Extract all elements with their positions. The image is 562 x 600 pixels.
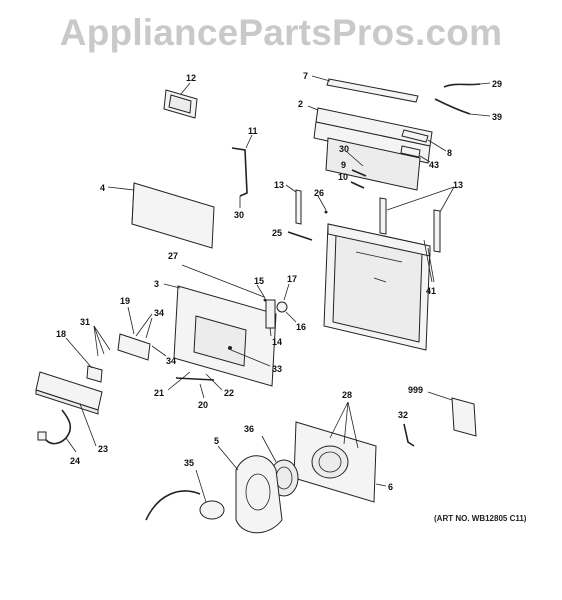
watermark: AppliancePartsPros.com <box>59 12 503 53</box>
part-11-rod <box>231 134 253 208</box>
part-20-bracket <box>175 377 215 399</box>
callout-16: 16 <box>296 322 306 332</box>
part-41-screws <box>423 239 435 283</box>
part-8-bracket <box>401 129 447 152</box>
part-10-clip <box>350 181 365 189</box>
callout-8: 8 <box>447 148 452 158</box>
callout-41: 41 <box>426 286 436 296</box>
part-14-switch <box>265 299 276 337</box>
part-5-blower-housing <box>217 445 283 534</box>
callout-labels: 12 7 29 2 39 11 30 8 9 43 10 4 13 26 13 … <box>56 71 502 492</box>
part-24-power-cord <box>37 409 77 453</box>
part-25-screw <box>287 231 313 241</box>
callout-18: 18 <box>56 329 66 339</box>
callout-26: 26 <box>314 188 324 198</box>
part-16-knob <box>276 301 297 323</box>
callout-34-lower: 34 <box>166 356 176 366</box>
callout-19: 19 <box>120 296 130 306</box>
callout-23: 23 <box>98 444 108 454</box>
part-13-strip-right <box>379 186 455 253</box>
callout-30: 30 <box>339 144 349 154</box>
callout-39: 39 <box>492 112 502 122</box>
part-999-manual <box>427 391 477 437</box>
callout-31: 31 <box>80 317 90 327</box>
callout-4: 4 <box>100 183 105 193</box>
part-33-screw <box>228 346 271 367</box>
part-35-motor <box>145 469 225 521</box>
callout-34-upper: 34 <box>154 308 164 318</box>
part-31-screws <box>93 325 111 357</box>
callout-32: 32 <box>398 410 408 420</box>
callout-17: 17 <box>287 274 297 284</box>
part-30-screw <box>346 151 364 167</box>
part-21-screw <box>167 371 191 391</box>
callout-5: 5 <box>214 436 219 446</box>
part-32-wire <box>403 423 415 447</box>
part-43-bracket <box>400 145 431 163</box>
callout-20: 20 <box>198 400 208 410</box>
callout-36: 36 <box>244 424 254 434</box>
callout-9: 9 <box>341 160 346 170</box>
callout-29: 29 <box>492 79 502 89</box>
callout-22: 22 <box>224 388 234 398</box>
part-18-terminal <box>65 337 103 383</box>
callout-43: 43 <box>429 160 439 170</box>
callout-25: 25 <box>272 228 282 238</box>
callout-13-left: 13 <box>274 180 284 190</box>
part-22-screw <box>205 373 223 391</box>
callout-24: 24 <box>70 456 80 466</box>
part-19-bracket <box>117 306 151 361</box>
callout-28: 28 <box>342 390 352 400</box>
callout-3: 3 <box>154 279 159 289</box>
callout-13-right: 13 <box>453 180 463 190</box>
vent-frame <box>323 223 431 351</box>
callout-12: 12 <box>186 73 196 83</box>
callout-35: 35 <box>184 458 194 468</box>
part-2-top-housing <box>307 105 433 191</box>
part-28-screws <box>329 401 359 449</box>
part-34-screws <box>135 313 167 357</box>
callout-14: 14 <box>272 337 282 347</box>
callout-30-lower: 30 <box>234 210 244 220</box>
part-15-screw <box>256 284 267 302</box>
callout-11: 11 <box>248 126 258 136</box>
art-number: (ART NO. WB12805 C11) <box>434 514 527 523</box>
part-23-junction-box <box>35 371 103 447</box>
callout-6: 6 <box>388 482 393 492</box>
callout-33: 33 <box>272 364 282 374</box>
part-26-fastener <box>317 195 328 214</box>
part-12-panel <box>163 82 198 119</box>
callout-999: 999 <box>408 385 423 395</box>
part-29-wire <box>443 82 491 88</box>
callout-15: 15 <box>254 276 264 286</box>
callout-7: 7 <box>303 71 308 81</box>
part-4-strip <box>107 182 215 249</box>
part-7-bar <box>311 75 419 103</box>
part-17-knob <box>283 283 290 301</box>
part-6-mount-plate <box>293 421 387 503</box>
callout-21: 21 <box>154 388 164 398</box>
part-13-strip-left <box>285 184 302 225</box>
part-3-back-panel <box>163 264 277 387</box>
part-9-clip <box>351 169 367 177</box>
callout-2: 2 <box>298 99 303 109</box>
callout-27: 27 <box>168 251 178 261</box>
callout-10: 10 <box>338 172 348 182</box>
part-39-wire <box>434 98 491 117</box>
